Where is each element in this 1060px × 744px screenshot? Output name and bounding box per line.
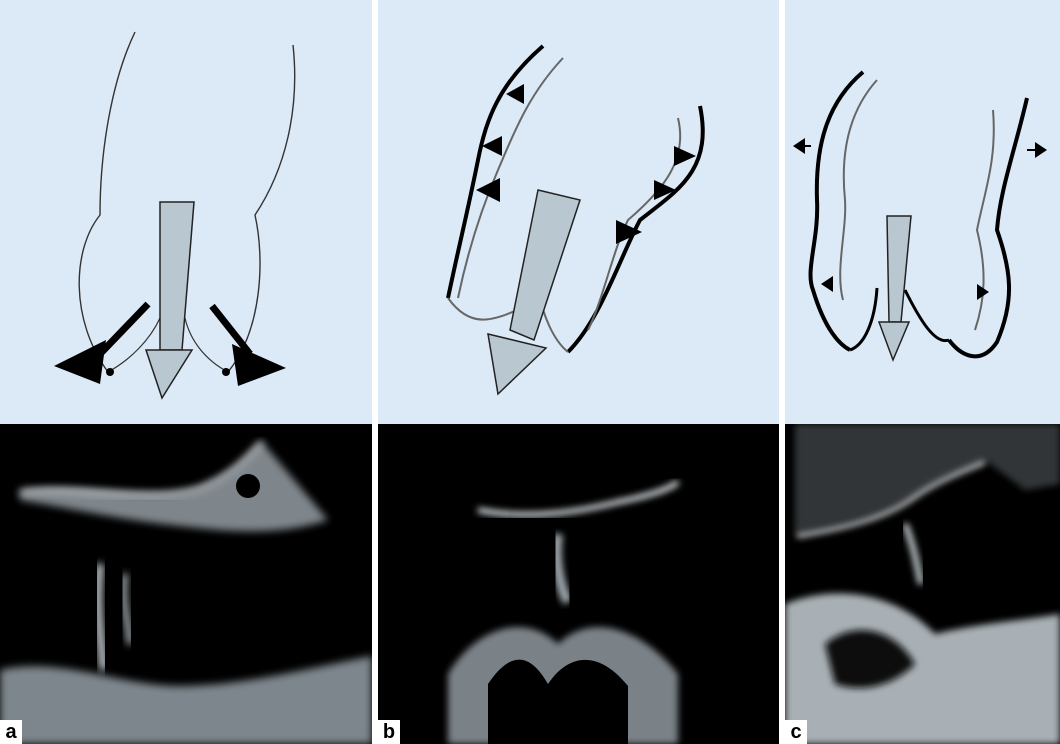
flow-arrow xyxy=(146,202,194,398)
right-wall-outline xyxy=(228,45,295,372)
flow-arrow xyxy=(879,216,911,360)
valve-sketch-a xyxy=(0,0,372,424)
echo-image-a xyxy=(0,424,372,744)
inward-marker-left xyxy=(821,276,833,292)
sketch-b xyxy=(378,0,779,424)
valve-sketch-b xyxy=(378,0,779,424)
left-leaflet xyxy=(850,288,877,350)
outward-arrow-left xyxy=(793,138,811,154)
ultrasound-c xyxy=(785,424,1060,744)
sketch-c xyxy=(785,0,1060,424)
outward-arrow-right xyxy=(1027,142,1047,158)
right-wall-outer xyxy=(949,98,1027,356)
panel-a: a xyxy=(0,0,372,744)
panel-label-c: c xyxy=(785,720,807,744)
panel-label-b: b xyxy=(378,720,400,744)
panel-label-a: a xyxy=(0,720,22,744)
echo-image-b xyxy=(378,424,779,744)
right-leaflet-outline xyxy=(185,318,228,372)
panel-c: c xyxy=(785,0,1060,744)
valve-sketch-c xyxy=(785,0,1060,424)
ultrasound-a xyxy=(0,424,372,744)
right-leaflet xyxy=(905,290,949,341)
flow-arrow xyxy=(488,190,580,394)
ultrasound-b xyxy=(378,424,779,744)
left-outward-arrow xyxy=(54,304,148,384)
left-hinge-point xyxy=(106,368,114,376)
left-wall-inner xyxy=(840,80,877,300)
echo-image-c xyxy=(785,424,1060,744)
inward-arrows-right xyxy=(616,146,696,244)
left-wall-outline xyxy=(79,32,135,372)
panel-b: b xyxy=(378,0,779,744)
sketch-a xyxy=(0,0,372,424)
right-hinge-point xyxy=(222,368,230,376)
